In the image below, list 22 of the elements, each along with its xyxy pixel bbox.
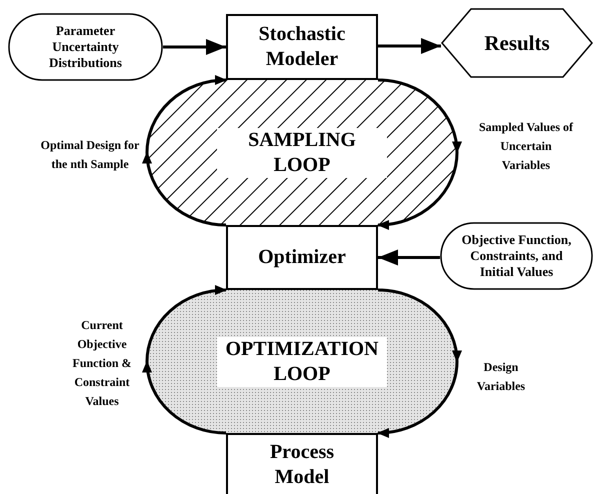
arrow [378, 38, 441, 54]
loop-arrow [377, 288, 462, 438]
node-label: OPTIMIZATION LOOP [217, 336, 387, 386]
edge-label: Current Objective Function & Constraint Values [71, 317, 132, 410]
process-box [226, 225, 378, 290]
node-label: SAMPLING LOOP [217, 128, 387, 178]
edge-label: Design Variables [476, 359, 526, 395]
node-label: Objective Function, Constraints, and Initial Values [460, 232, 572, 280]
edge-label: Optimal Design for the nth Sample [40, 137, 140, 173]
output-hexagon [441, 8, 593, 78]
node-label: Stochastic Modeler [258, 22, 346, 72]
loop-arrow [142, 75, 226, 226]
arrow [163, 39, 226, 55]
node-label: Optimizer [257, 245, 347, 270]
loop-arrow [377, 78, 462, 230]
loop-arrow [142, 285, 227, 434]
arrow [378, 250, 440, 266]
node-label: Parameter Uncertainty Distributions [48, 22, 123, 72]
node-label: Results [484, 30, 550, 56]
node-label: Process Model [268, 440, 336, 490]
process-box [226, 14, 378, 80]
edge-label: Sampled Values of Uncertain Variables [478, 119, 574, 174]
